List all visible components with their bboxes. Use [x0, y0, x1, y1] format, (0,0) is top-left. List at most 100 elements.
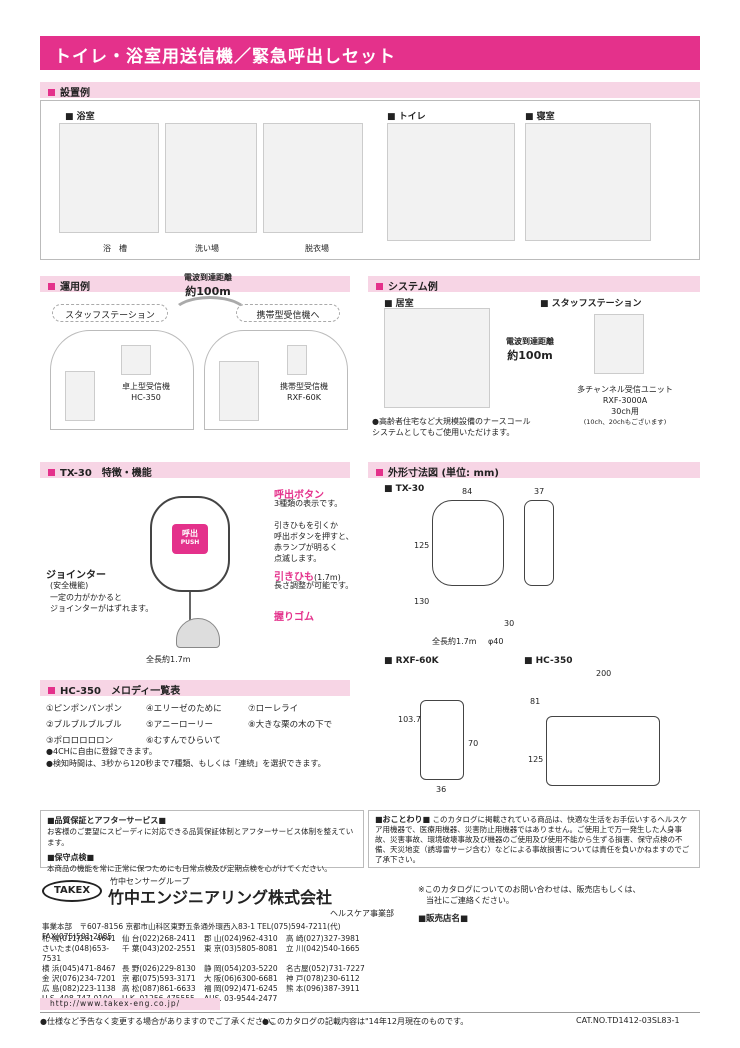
section-install-label: 設置例	[60, 88, 90, 99]
caption-dressing: 脱衣場	[305, 244, 329, 253]
company-division: ヘルスケア事業部	[330, 909, 394, 918]
dim-tx30-label: ■ TX-30	[384, 484, 425, 494]
nurse-illustration	[65, 371, 95, 421]
office-item: 熊 本(096)387-3911	[286, 984, 360, 993]
install-bath-label: ■ 浴室	[65, 112, 95, 122]
office-item: 福 岡(092)471-6245	[204, 984, 278, 993]
dim-tx-g: 30	[504, 619, 515, 628]
install-bedroom-label: ■ 寝室	[525, 112, 555, 122]
page-title: トイレ・浴室用送信機／緊急呼出しセット	[40, 36, 700, 70]
dim-rxf60k-label: ■ RXF-60K	[384, 656, 439, 666]
pull-desc: 引きひもを引くか 呼出ボタンを押すと、 赤ランプが明るく 点滅します。	[274, 521, 354, 563]
section-melody: HC-350 メロディ一覧表	[40, 680, 350, 697]
pull-adjust: 長さ調整が可能です。	[274, 581, 354, 590]
jointer-desc: 一定の力がかかると ジョインターがはずれます。	[50, 593, 154, 613]
office-item: 名古屋(052)731-7227	[286, 964, 365, 973]
dim-tx-b: 130	[414, 597, 430, 606]
notice-panel: ■おことわり■ このカタログに掲載されている商品は、快適な生活をお手伝いするヘル…	[368, 810, 700, 868]
dim-tx-w: 84	[462, 487, 473, 496]
jointer-sub: (安全機能)	[50, 581, 89, 590]
system-range: 電波到達距離約100m	[506, 337, 554, 362]
melody-item: ⑦ローレライ	[248, 704, 299, 714]
install-panel: ■ 浴室 ■ トイレ ■ 寝室 浴 槽 洗い場 脱衣場	[40, 100, 700, 260]
office-item: 東 京(03)5805-8081	[204, 944, 278, 953]
portable-label: 携帯型受信機へ	[236, 304, 340, 322]
office-item: 横 浜(045)471-8467	[42, 964, 116, 973]
office-item: 立 川(042)540-1665	[286, 944, 360, 953]
caption-washarea: 洗い場	[195, 244, 219, 253]
quality-title: ■品質保証とアフターサービス■	[47, 816, 166, 825]
office-item: 静 岡(054)203-5220	[204, 964, 278, 973]
office-item: AUS. 03-9544-2477	[204, 994, 278, 1003]
company-hq: 事業本部 〒607-8156 京都市山科区東野五条通外環西入83-1 TEL(0…	[42, 922, 341, 941]
jointer-title: ジョインター	[46, 570, 106, 581]
quality-text: お客様のご要望にスピーディに対応できる品質保証体制とアフターサービス体制を整えて…	[47, 827, 354, 847]
melody-item: ④エリーゼのために	[146, 704, 222, 714]
system-staff-label: ■ スタッフステーション	[540, 299, 642, 309]
usage-range: 電波到達距離約100m	[184, 273, 232, 298]
office-item: さいたま(048)653-7531	[42, 944, 109, 963]
footer-divider	[40, 1012, 700, 1013]
rxf60k-drawing	[420, 700, 464, 780]
office-item: 千 葉(043)202-2551	[122, 944, 196, 953]
bath-illustration	[59, 123, 159, 233]
notice-text: このカタログに掲載されている商品は、快適な生活をお手伝いするヘルスケア用機器で、…	[375, 815, 690, 864]
grip-title: 握りゴム	[274, 612, 314, 623]
staff-illustration	[219, 361, 259, 421]
dealer-label: ■販売店名■	[418, 914, 469, 924]
quality-panel: ■品質保証とアフターサービス■ お客様のご要望にスピーディに対応できる品質保証体…	[40, 810, 364, 873]
melody-note-1: ●4CHに自由に登録できます。	[46, 747, 157, 756]
office-item: 高 崎(027)327-3981	[286, 934, 360, 943]
section-system-label: システム例	[388, 282, 438, 293]
pull-cord-line	[189, 592, 191, 632]
dim-hc350-label: ■ HC-350	[524, 656, 573, 666]
melody-item: ③ポロロロロロン	[46, 736, 114, 746]
dim-rx-h: 103.7	[398, 715, 421, 724]
system-room-label: ■ 居室	[384, 299, 414, 309]
office-item: 札 幌(011)281-4641	[42, 934, 116, 943]
washroom-illustration	[165, 123, 257, 233]
section-install: 設置例	[40, 82, 700, 99]
office-item: 仙 台(022)268-2411	[122, 934, 196, 943]
melody-item: ①ピンポンパンポン	[46, 704, 123, 714]
dim-hc-w: 200	[596, 669, 612, 678]
melody-note-2: ●検知時間は、3秒から120秒まで7種類、もしくは「連続」を選択できます。	[46, 759, 326, 768]
office-item: 大 阪(06)6300-6681	[204, 974, 278, 983]
hc350-drawing	[546, 716, 660, 786]
section-features-label: TX-30 特徴・機能	[60, 468, 152, 479]
section-melody-label: HC-350 メロディ一覧表	[60, 686, 181, 697]
company-name: 竹中エンジニアリング株式会社	[108, 888, 333, 907]
dim-rx-b: 70	[468, 739, 479, 748]
dim-tx-h: 125	[414, 541, 430, 550]
dim-tx-d: 37	[534, 487, 545, 496]
tx30-side-drawing	[524, 500, 554, 586]
dim-hc-h: 125	[528, 755, 544, 764]
footer-right: CAT.NO.TD1412-03SL83-1	[576, 1016, 680, 1025]
caption-bathtub: 浴 槽	[103, 244, 127, 253]
check-text: 本商品の機能を常に正常に保つためにも日常点検及び定期点検を心がけてください。	[47, 864, 332, 873]
section-usage: 運用例	[40, 276, 350, 293]
radio-wave-icon	[170, 296, 250, 336]
takex-logo: TAKEX	[42, 880, 102, 902]
office-item: 神 戸(078)230-6112	[286, 974, 360, 983]
pull-cord-title: 引きひも(1.7m)	[274, 572, 341, 583]
melody-item: ⑤アニーローリー	[146, 720, 213, 730]
office-item: 金 沢(076)234-7201	[42, 974, 116, 983]
section-dimensions-label: 外形寸法図 (単位: mm)	[388, 468, 499, 479]
dressing-illustration	[263, 123, 363, 233]
staff-station-label: スタッフステーション	[52, 304, 168, 322]
footer-mid: ●このカタログの記載内容は"14年12月現在のものです。	[262, 1017, 469, 1026]
office-item: 郡 山(024)962-4310	[204, 934, 278, 943]
multichannel-unit-icon	[594, 314, 644, 374]
company-url[interactable]: http://www.takex-eng.co.jp/	[40, 998, 220, 1010]
section-usage-label: 運用例	[60, 282, 90, 293]
system-note: ●高齢者住宅など大規模設備のナースコール システムとしてもご使用いただけます。	[372, 417, 531, 437]
desk-receiver-icon	[121, 345, 151, 375]
install-toilet-label: ■ トイレ	[387, 112, 426, 122]
